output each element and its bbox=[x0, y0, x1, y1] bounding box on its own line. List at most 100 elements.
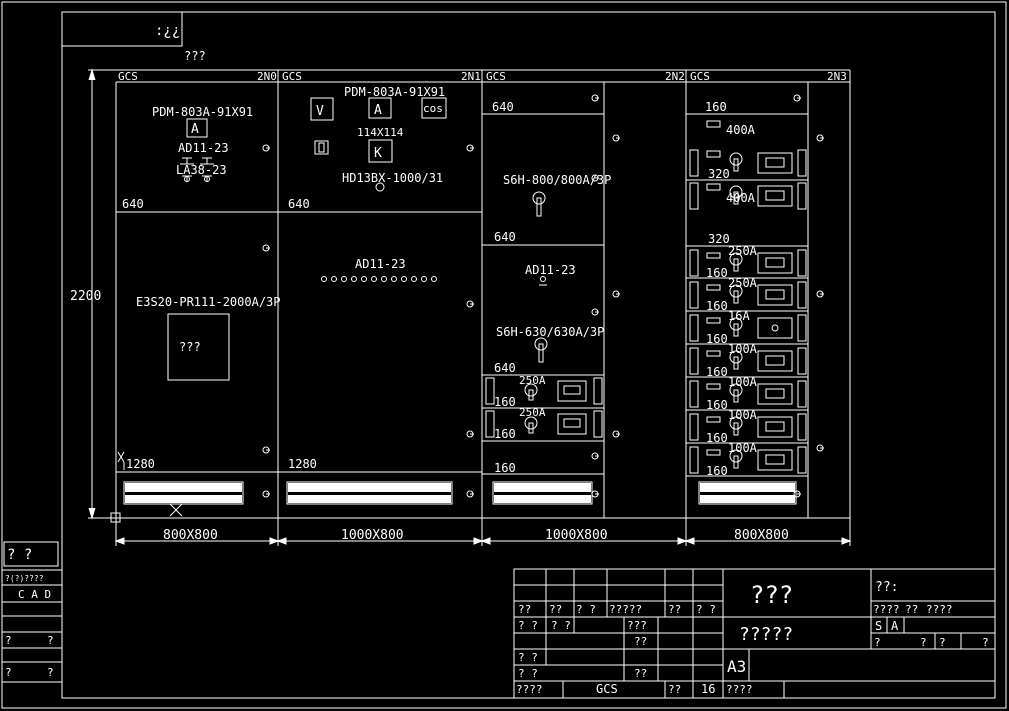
p4-drawer-7-rating: 100A bbox=[728, 375, 758, 389]
p4-drawer-4-rating: 250A bbox=[728, 276, 758, 290]
p4-busbar bbox=[698, 481, 797, 505]
p1-lamp-model: AD11-23 bbox=[178, 141, 229, 155]
tb-sheet-size: A3 bbox=[727, 657, 746, 676]
p4-drawer-3-height: 160 bbox=[706, 266, 728, 280]
tb-right-r4-c4: ? bbox=[982, 636, 989, 649]
p2-pf-meter-label: cos bbox=[423, 102, 443, 115]
left-strip-cad: C A D bbox=[18, 588, 51, 601]
p2-height-bottom: 1280 bbox=[288, 457, 317, 471]
terminal-marker bbox=[262, 144, 270, 152]
p3-drawer-1-rating: 250A bbox=[519, 374, 546, 387]
p4-drawers: 400A320400A320250A160250A16016A160100A16… bbox=[686, 123, 808, 478]
p2-height-top: 640 bbox=[288, 197, 310, 211]
terminal-marker bbox=[793, 490, 801, 498]
terminal-marker bbox=[591, 452, 599, 460]
terminal-markers bbox=[262, 94, 824, 498]
tb-right-r2-c1: ???? bbox=[873, 603, 900, 616]
terminal-marker bbox=[612, 290, 620, 298]
terminal-marker bbox=[466, 490, 474, 498]
tb-r2-c6: ? ? bbox=[696, 603, 716, 616]
tb-r3-c2: ? ? bbox=[551, 619, 571, 632]
p2-k-switch-label: K bbox=[374, 146, 382, 161]
p3-breaker-2-handle bbox=[538, 343, 544, 363]
terminal-marker bbox=[793, 94, 801, 102]
height-dimension: 2200 bbox=[70, 68, 183, 523]
p1-button-model: LA38-23 bbox=[176, 163, 227, 177]
tb-drawing-name: ????? bbox=[739, 624, 793, 645]
terminal-marker bbox=[816, 134, 824, 142]
left-strip-q3: ? bbox=[47, 634, 54, 647]
terminal-marker bbox=[262, 446, 270, 454]
panel-3: 640 S6H-800/800A/3P 640 AD11-23 S6H-630/… bbox=[482, 100, 611, 505]
terminal-marker bbox=[262, 490, 270, 498]
panel-1-header: GCS bbox=[118, 70, 138, 83]
panel-1: PDM-803A-91X91 A AD11-23 LA38-23 640 E3S… bbox=[116, 105, 281, 505]
tb-r3-c1: ? ? bbox=[518, 619, 538, 632]
p3-drawer-1-height: 160 bbox=[494, 395, 516, 409]
p2-indicator-lamps bbox=[321, 276, 437, 282]
tb-r7-c4: 16 bbox=[701, 682, 715, 696]
panel-1-width: 800X800 bbox=[163, 528, 218, 543]
panel-2-width: 1000X800 bbox=[341, 528, 404, 543]
p2-voltmeter-symbol bbox=[310, 97, 334, 121]
panel-4-id: 2N3 bbox=[827, 70, 847, 83]
tb-r3-c3: ??? bbox=[627, 619, 647, 632]
p4-drawer-3-rating: 250A bbox=[728, 244, 758, 258]
tb-right-r4-c2: ? bbox=[920, 636, 927, 649]
tb-r5-c1: ? ? bbox=[518, 651, 538, 664]
tb-r7-c2: GCS bbox=[596, 682, 618, 696]
tb-right-r3-c2: A bbox=[891, 619, 899, 633]
p1-meter-model: PDM-803A-91X91 bbox=[152, 105, 253, 119]
tb-right-r2-c2: ?? bbox=[905, 603, 918, 616]
panel-3-id: 2N2 bbox=[665, 70, 685, 83]
title-block bbox=[513, 568, 996, 699]
panel-2-header: GCS bbox=[282, 70, 302, 83]
p1-height-bottom: 1280 bbox=[126, 457, 155, 471]
terminal-marker bbox=[816, 290, 824, 298]
panel-4-width: 800X800 bbox=[734, 528, 789, 543]
p2-pf-meter-symbol bbox=[421, 97, 447, 119]
height-label: 2200 bbox=[70, 289, 101, 304]
terminal-marker bbox=[612, 430, 620, 438]
p3-breaker-1: S6H-800/800A/3P bbox=[503, 173, 611, 187]
p1-busbar bbox=[123, 481, 244, 505]
p1-breaker-box-label: ??? bbox=[179, 340, 201, 354]
p1-ammeter-symbol bbox=[186, 118, 208, 138]
panel-1-id: 2N0 bbox=[257, 70, 277, 83]
p2-lamp-model: AD11-23 bbox=[355, 257, 406, 271]
p2-voltmeter-label: V bbox=[316, 104, 324, 119]
left-strip-q4: ? bbox=[5, 666, 12, 679]
panel-2: V A cos PDM-803A-91X91 114X114 K HD13BX-… bbox=[278, 85, 482, 505]
terminal-marker bbox=[466, 144, 474, 152]
tb-right-r2-c3: ???? bbox=[926, 603, 953, 616]
p2-busbar bbox=[286, 481, 453, 505]
p4-drawer-4-height: 160 bbox=[706, 299, 728, 313]
p3-drawer-2-rating: 250A bbox=[519, 406, 546, 419]
tb-r7-c5: ???? bbox=[726, 683, 753, 696]
p4-height-top: 160 bbox=[705, 100, 727, 114]
terminal-marker bbox=[816, 444, 824, 452]
tb-r7-c3: ?? bbox=[668, 683, 681, 696]
p3-breaker-2: S6H-630/630A/3P bbox=[496, 325, 604, 339]
p3-lamp-model: AD11-23 bbox=[525, 263, 576, 277]
terminal-marker bbox=[612, 134, 620, 142]
terminal-marker bbox=[591, 94, 599, 102]
p3-height-2: 640 bbox=[494, 230, 516, 244]
p4-drawer-8-height: 160 bbox=[706, 431, 728, 445]
terminal-marker bbox=[591, 308, 599, 316]
tb-r2-c2: ?? bbox=[549, 603, 562, 616]
p2-meter-model: PDM-803A-91X91 bbox=[344, 85, 445, 99]
tb-right-r3-c1: S bbox=[875, 619, 882, 633]
p3-height-last: 160 bbox=[494, 461, 516, 475]
p4-drawer-6-rating: 100A bbox=[728, 342, 758, 356]
panel-3-width: 1000X800 bbox=[545, 528, 608, 543]
terminal-marker bbox=[262, 244, 270, 252]
p4-drawer-2-rating: 400A bbox=[726, 191, 756, 205]
